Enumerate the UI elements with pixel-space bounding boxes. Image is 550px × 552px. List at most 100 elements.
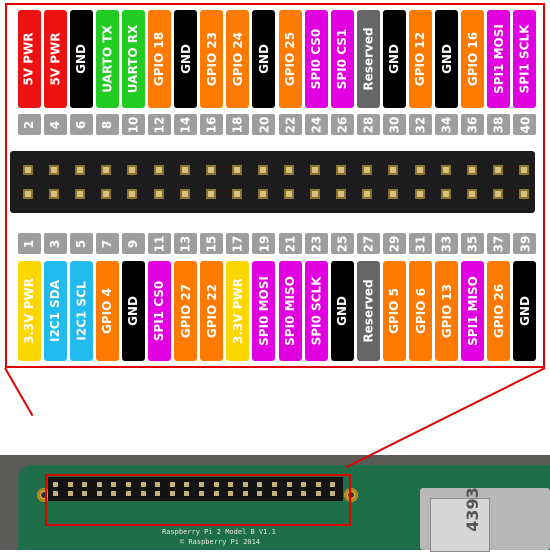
pin-number-33: 33 [435, 233, 459, 254]
header-pin-socket [518, 165, 529, 175]
pin-6-label: GND [69, 10, 93, 108]
board-header-pin [96, 482, 102, 487]
pin-number-17: 17 [226, 233, 250, 254]
board-header-pin [272, 491, 277, 496]
header-pin-socket [49, 189, 60, 199]
pin-number-31: 31 [409, 233, 432, 254]
header-pin-socket [101, 189, 112, 199]
silkscreen-copyright: © Raspberry Pi 2014 [180, 538, 261, 546]
pin-number-11: 11 [148, 233, 171, 254]
pin-number-19: 19 [252, 233, 276, 254]
board-header-pin [111, 491, 117, 496]
pin-9-label: GND [121, 261, 145, 361]
pin-number-8: 8 [95, 114, 119, 135]
pin-22-label: GPIO 25 [278, 10, 302, 108]
pin-number-29: 29 [382, 233, 406, 254]
pin-15-label: GPIO 22 [200, 261, 224, 361]
pin-39-label: GND [513, 261, 537, 361]
board-header-pin [242, 491, 248, 496]
pin-30-label: GND [382, 10, 406, 108]
header-pin-socket [153, 165, 164, 175]
pin-number-13: 13 [174, 233, 198, 254]
mounting-hole-left [37, 488, 51, 502]
board-header-pin [213, 482, 219, 487]
pin-number-35: 35 [461, 233, 485, 254]
board-gpio-header [48, 477, 343, 501]
connector-mark: 4393 [462, 487, 482, 532]
header-pin-socket [336, 165, 347, 175]
pin-number-39: 39 [513, 233, 537, 254]
header-pin-socket [75, 189, 86, 199]
pin-number-1: 1 [17, 233, 41, 254]
board-header-pin [272, 482, 277, 487]
header-pin-socket [231, 165, 242, 175]
pin-11-label: SPI1 CS0 [148, 261, 171, 361]
header-pin-socket [414, 165, 425, 175]
pin-2-label: 5V PWR [17, 10, 41, 108]
header-pin-socket [205, 165, 216, 175]
pin-18-label: GPIO 24 [226, 10, 250, 108]
pin-number-23: 23 [304, 233, 328, 254]
pin-14-label: GND [174, 10, 198, 108]
pin-number-15: 15 [200, 233, 224, 254]
pin-number-4: 4 [43, 114, 67, 135]
board-header-pin [111, 482, 117, 487]
header-pin-socket [49, 165, 60, 175]
pin-number-3: 3 [43, 233, 67, 254]
pin-number-10: 10 [121, 114, 145, 135]
board-header-pin [301, 482, 307, 487]
board-header-pin [301, 491, 307, 496]
board-header-pin [257, 491, 263, 496]
pin-number-20: 20 [252, 114, 276, 135]
header-pin-socket [23, 165, 33, 175]
pin-26-label: SPI0 CS1 [330, 10, 354, 108]
pin-number-34: 34 [435, 114, 459, 135]
usb-port [430, 498, 490, 552]
board-header-pin [330, 491, 336, 496]
header-pin-socket [75, 165, 86, 175]
pin-number-7: 7 [95, 233, 119, 254]
pin-number-16: 16 [200, 114, 224, 135]
board-header-pin [199, 491, 204, 496]
pin-number-21: 21 [278, 233, 302, 254]
board-header-pin [140, 491, 146, 496]
board-header-pin [96, 491, 102, 496]
pin-29-label: GPIO 5 [382, 261, 406, 361]
pin-number-6: 6 [69, 114, 93, 135]
pin-31-label: GPIO 6 [409, 261, 432, 361]
pin-25-label: GND [330, 261, 354, 361]
board-header-pin [286, 482, 292, 487]
header-pin-socket [388, 189, 399, 199]
board-header-pin [315, 491, 321, 496]
pin-number-38: 38 [487, 114, 511, 135]
header-pin-socket [440, 189, 451, 199]
zoom-source-box [45, 474, 351, 526]
pin-20-label: GND [252, 10, 276, 108]
pin-32-label: GPIO 12 [409, 10, 432, 108]
board-header-pin [126, 491, 131, 496]
zoom-line-right [344, 367, 546, 469]
pin-number-36: 36 [461, 114, 485, 135]
pin-40-label: SPI1 SCLK [513, 10, 537, 108]
board-header-pin [184, 491, 190, 496]
pin-number-30: 30 [382, 114, 406, 135]
board-header-pin [257, 482, 263, 487]
board-header-pin [228, 482, 234, 487]
pin-number-5: 5 [69, 233, 93, 254]
header-pin-socket [362, 165, 373, 175]
header-pin-socket [23, 189, 33, 199]
pin-number-14: 14 [174, 114, 198, 135]
header-pin-socket [257, 189, 268, 199]
silkscreen-model: Raspberry Pi 2 Model B V1.1 [162, 528, 276, 536]
pin-1-label: 3.3V PWR [17, 261, 41, 361]
pin-27-label: Reserved [356, 261, 380, 361]
board-header-pin [155, 491, 161, 496]
board-header-pin [330, 482, 336, 487]
board-header-pin [242, 482, 248, 487]
pin-3-label: I2C1 SDA [43, 261, 67, 361]
pin-34-label: GND [435, 10, 459, 108]
header-pin-socket [179, 165, 190, 175]
header-pin-socket [127, 189, 138, 199]
zoom-frame [5, 3, 545, 368]
board-header-pin [155, 482, 161, 487]
